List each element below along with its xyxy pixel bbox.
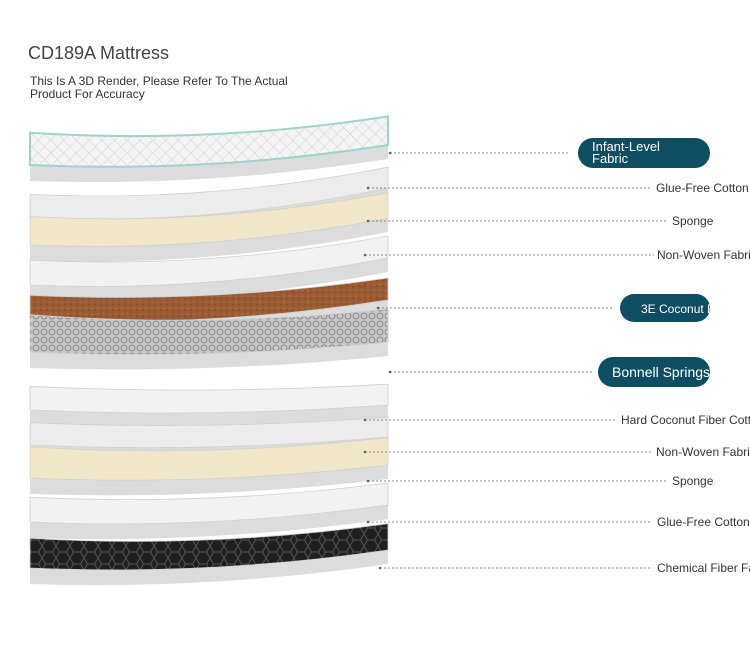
callout-4: Non-Woven Fabric bbox=[363, 248, 750, 262]
callout-dot bbox=[388, 370, 392, 374]
callout-dot bbox=[363, 418, 367, 422]
callout-label: Glue-Free Cotton bbox=[656, 181, 749, 195]
layer-non-woven-top bbox=[29, 235, 389, 302]
callout-2: Glue-Free Cotton bbox=[366, 181, 749, 195]
callout-pill bbox=[598, 357, 710, 387]
callout-7: Hard Coconut Fiber Cotton bbox=[363, 413, 750, 427]
layer-non-woven-top-top bbox=[29, 235, 389, 287]
callout-dot bbox=[366, 219, 370, 223]
callout-dot bbox=[366, 186, 370, 190]
layer-glue-free-cotton-bottom bbox=[29, 482, 389, 540]
layer-bonnell-springs bbox=[29, 308, 389, 370]
layer-sponge-bottom bbox=[29, 437, 389, 496]
callout-label: Bonnell Springs bbox=[612, 364, 710, 380]
callout-label: Glue-Free Cotton bbox=[657, 515, 750, 529]
layer-chemical-fabric bbox=[29, 523, 389, 586]
layer-non-woven-top-side bbox=[30, 258, 388, 302]
callout-11: Chemical Fiber Fabric bbox=[378, 561, 750, 575]
callout-label: Sponge bbox=[672, 474, 714, 488]
layer-sponge-top-side bbox=[30, 218, 388, 262]
layer-hard-coconut-cotton-top bbox=[29, 383, 389, 414]
callout-pill bbox=[620, 294, 710, 322]
layer-infant-fabric-side bbox=[30, 145, 388, 183]
mattress-layers bbox=[29, 115, 389, 586]
callout-label: Chemical Fiber Fabric bbox=[657, 561, 750, 575]
callout-label: 3E Coconut Fiber bbox=[641, 302, 734, 316]
callout-9: Sponge bbox=[366, 474, 714, 488]
callout-label-cont: Fabric bbox=[592, 151, 629, 166]
layer-non-woven-bottom-top bbox=[29, 416, 389, 449]
page-title: CD189A Mattress bbox=[28, 43, 170, 63]
layer-infant-fabric-top bbox=[29, 115, 389, 168]
layer-sponge-top bbox=[29, 192, 389, 262]
callout-3: Sponge bbox=[366, 214, 714, 228]
layer-sponge-top-top bbox=[29, 192, 389, 247]
callout-8: Non-Woven Fabric bbox=[363, 445, 750, 459]
layer-glue-free-cotton-bottom-top bbox=[29, 482, 389, 525]
layer-bonnell-springs-top bbox=[29, 308, 389, 355]
callout-dot bbox=[388, 151, 392, 155]
callout-pill bbox=[578, 138, 710, 168]
layer-sponge-bottom-side bbox=[30, 465, 388, 496]
callout-label: Non-Woven Fabric bbox=[656, 445, 750, 459]
layer-sponge-bottom-top bbox=[29, 437, 389, 481]
layer-bonnell-springs-side bbox=[30, 342, 388, 370]
callout-dot bbox=[363, 450, 367, 454]
callout-5: 3E Coconut Fiber bbox=[376, 294, 734, 322]
callout-label: Non-Woven Fabric bbox=[657, 248, 750, 262]
callout-6: Bonnell Springs bbox=[388, 357, 710, 387]
callout-dot bbox=[363, 253, 367, 257]
layer-chemical-fabric-top bbox=[29, 523, 389, 571]
render-disclaimer: This Is A 3D Render, Please Refer To The… bbox=[30, 74, 288, 101]
callout-label: Hard Coconut Fiber Cotton bbox=[621, 413, 750, 427]
callout-label: Infant-Level bbox=[592, 139, 660, 154]
callout-dot bbox=[366, 479, 370, 483]
layer-infant-fabric bbox=[29, 115, 389, 183]
callout-label: Sponge bbox=[672, 214, 714, 228]
callout-dot bbox=[376, 306, 380, 310]
callout-dot bbox=[366, 520, 370, 524]
callout-dot bbox=[378, 566, 382, 570]
callout-10: Glue-Free Cotton bbox=[366, 515, 750, 529]
